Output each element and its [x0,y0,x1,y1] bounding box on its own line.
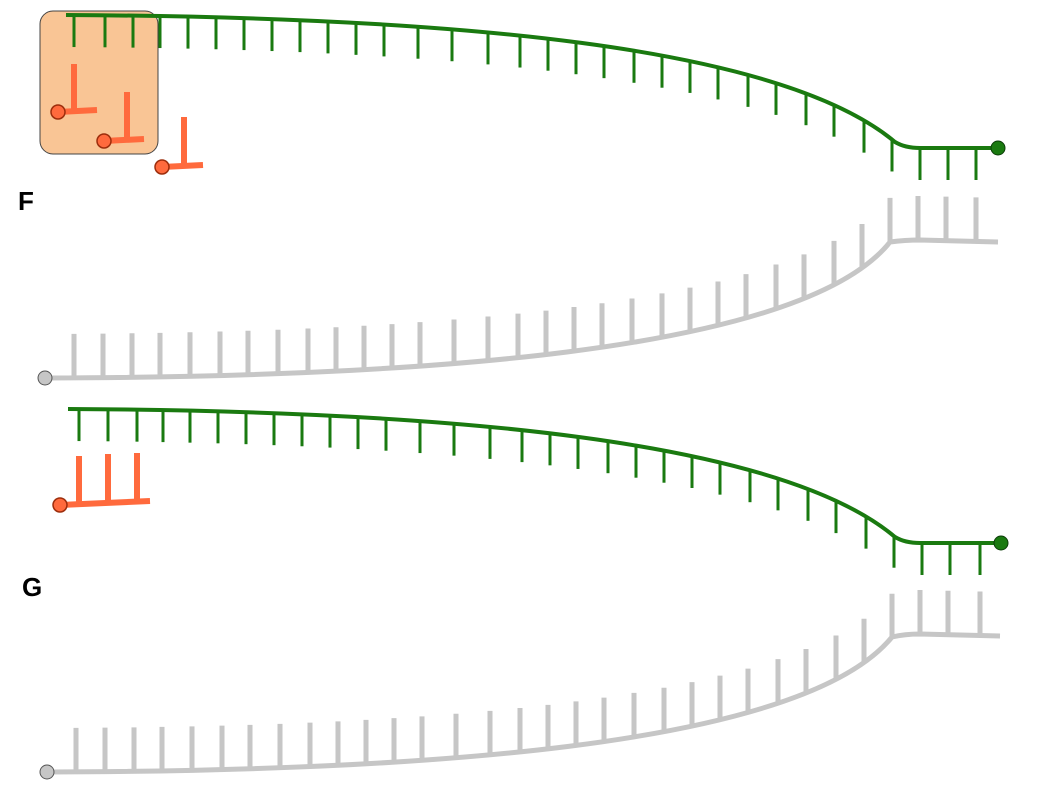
strand-end-marker [993,535,1009,551]
joined-primers [52,453,151,513]
panel-g: G [22,407,1009,780]
panel-label-f: F [18,186,34,216]
template-strand-backbone [45,237,999,381]
primer-2 [96,92,145,149]
primer-highlight-box [39,10,159,155]
template-end-marker [39,764,55,780]
template-strand-backbone [47,631,1001,775]
strand-end-marker [990,140,1006,156]
template-end-marker [37,370,53,386]
leading-strand-bases [72,15,978,180]
leading-strand-backbone [65,13,998,150]
template-strand-bases [71,196,979,378]
template-strand-bases [73,590,983,772]
panel-label-g: G [22,572,42,602]
leading-strand-bases [77,409,982,575]
leading-strand-backbone [67,407,1000,545]
panel-f: F [18,10,1006,386]
primer-1 [50,64,98,120]
primer-3 [154,117,204,175]
